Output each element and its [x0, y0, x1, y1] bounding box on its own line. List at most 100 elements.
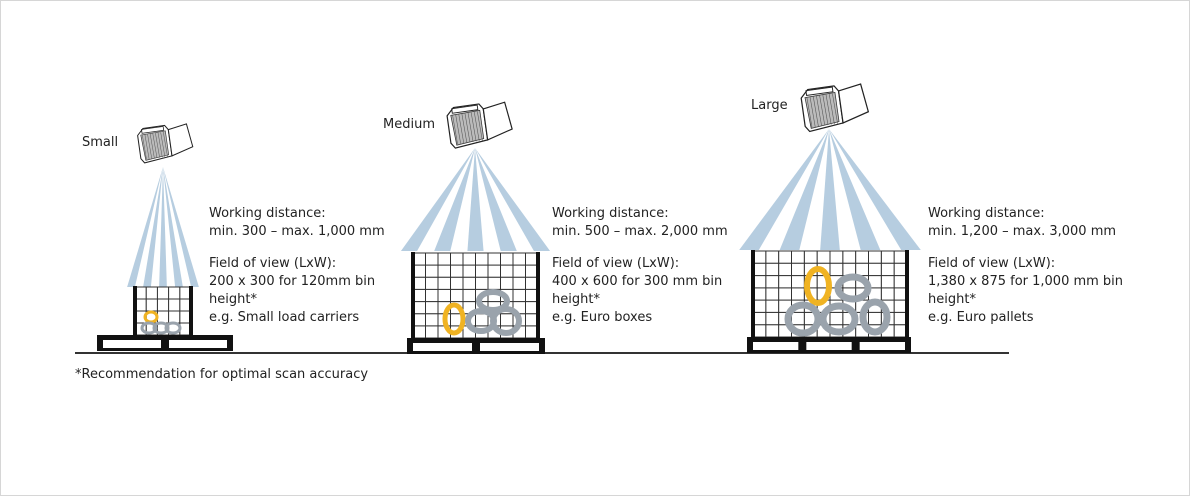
- pallet: [747, 337, 911, 353]
- wire-bin: [133, 286, 193, 336]
- scan-beam: [159, 167, 167, 287]
- fov-heading: Field of view (LxW):: [928, 256, 1056, 271]
- scanner-side: [482, 101, 513, 141]
- grille-line: [142, 134, 147, 160]
- scan-beam: [820, 129, 840, 250]
- bin-post-left: [133, 286, 137, 335]
- bin-post-right: [536, 252, 540, 338]
- fov-heading: Field of view (LxW):: [209, 256, 337, 271]
- bin-post-right: [905, 250, 909, 337]
- grille-line: [458, 114, 465, 144]
- grille-line: [473, 111, 480, 142]
- spec-block-large: Working distance: min. 1,200 – max. 3,00…: [928, 205, 1123, 327]
- grille-line: [452, 115, 458, 145]
- bin-post-left: [411, 252, 415, 338]
- grille-line: [816, 95, 822, 127]
- working-distance-value: min. 1,200 – max. 3,000 mm: [928, 224, 1117, 239]
- grille-line: [809, 96, 816, 127]
- pallet-slot: [413, 343, 472, 351]
- scan-beams: [400, 148, 551, 251]
- size-label-medium: Medium: [383, 117, 435, 132]
- pallet-slot: [859, 342, 905, 350]
- scan-beam: [127, 167, 163, 287]
- bin-contents: [140, 310, 182, 335]
- grille-line: [828, 94, 835, 125]
- ring-object: [164, 321, 182, 335]
- spec-block-medium: Working distance: min. 500 – max. 2,000 …: [552, 205, 728, 327]
- fov-value-cont: height*: [928, 292, 976, 307]
- grille-line: [825, 94, 832, 125]
- scan-beam: [475, 148, 517, 251]
- footnote: *Recommendation for optimal scan accurac…: [75, 367, 369, 382]
- grille-line: [461, 113, 468, 143]
- scene-medium: [400, 101, 551, 354]
- example-text: e.g. Small load carriers: [209, 310, 360, 325]
- scan-beam: [163, 167, 183, 287]
- working-distance-heading: Working distance:: [928, 206, 1045, 221]
- scanner-top-edge: [141, 125, 165, 134]
- scan-beam: [779, 129, 829, 250]
- ring-object: [834, 273, 872, 303]
- grille-line: [144, 134, 150, 160]
- example-text: e.g. Euro pallets: [928, 310, 1034, 325]
- grille-line: [147, 134, 152, 159]
- working-distance-heading: Working distance:: [552, 206, 669, 221]
- grille-line: [160, 132, 166, 157]
- highlighted-ring: [804, 266, 832, 306]
- pallet-slot: [480, 343, 539, 351]
- scan-beam: [829, 129, 921, 250]
- fov-value-cont: height*: [552, 292, 600, 307]
- size-label-large: Large: [751, 98, 788, 113]
- ring-object: [152, 321, 170, 335]
- scanner-device-icon: [446, 101, 513, 149]
- ring-object: [819, 302, 859, 336]
- pallet-slot: [169, 340, 227, 348]
- scanner-side: [837, 83, 870, 124]
- ring-object: [784, 301, 822, 337]
- scan-beam: [475, 148, 551, 251]
- pallet: [407, 338, 545, 354]
- example-text: e.g. Euro boxes: [552, 310, 653, 325]
- scanner-device-icon: [137, 123, 194, 164]
- grille-line: [464, 113, 471, 143]
- fov-value: 400 x 600 for 300 mm bin: [552, 274, 723, 289]
- grille-line: [157, 132, 163, 158]
- bin-post-left: [751, 250, 755, 337]
- scan-beams: [739, 129, 921, 250]
- fov-value: 1,380 x 875 for 1,000 mm bin: [928, 274, 1124, 289]
- scene-small: [97, 123, 233, 351]
- highlighted-ring: [442, 302, 466, 336]
- scanner-top-edge: [451, 104, 479, 114]
- ring-object: [476, 289, 510, 313]
- grille-line: [819, 95, 826, 126]
- scan-beam: [739, 129, 829, 250]
- working-distance-heading: Working distance:: [209, 206, 326, 221]
- bin-post-right: [189, 286, 193, 335]
- grille-line: [806, 97, 813, 128]
- grille-line: [822, 95, 829, 126]
- pallet-slot: [103, 340, 161, 348]
- grille-line: [477, 111, 483, 141]
- scan-beam: [143, 167, 163, 287]
- scanner-device-icon: [800, 83, 870, 133]
- scan-beams: [127, 167, 199, 287]
- scanner-side: [167, 123, 194, 157]
- pallet-slot: [806, 342, 852, 350]
- scan-beam: [163, 167, 199, 287]
- grille-line: [832, 93, 838, 124]
- pallet-slot: [753, 342, 799, 350]
- working-distance-value: min. 300 – max. 1,000 mm: [209, 224, 385, 239]
- size-label-small: Small: [82, 135, 119, 150]
- working-distance-value: min. 500 – max. 2,000 mm: [552, 224, 728, 239]
- grille-line: [152, 133, 158, 159]
- scan-beam: [434, 148, 475, 251]
- scan-beam: [400, 148, 475, 251]
- wire-bin: [411, 252, 540, 339]
- scanner-top-edge: [805, 86, 834, 97]
- ring-object: [859, 298, 891, 336]
- ring-object: [490, 306, 522, 336]
- grille-line: [163, 131, 168, 157]
- fov-heading: Field of view (LxW):: [552, 256, 680, 271]
